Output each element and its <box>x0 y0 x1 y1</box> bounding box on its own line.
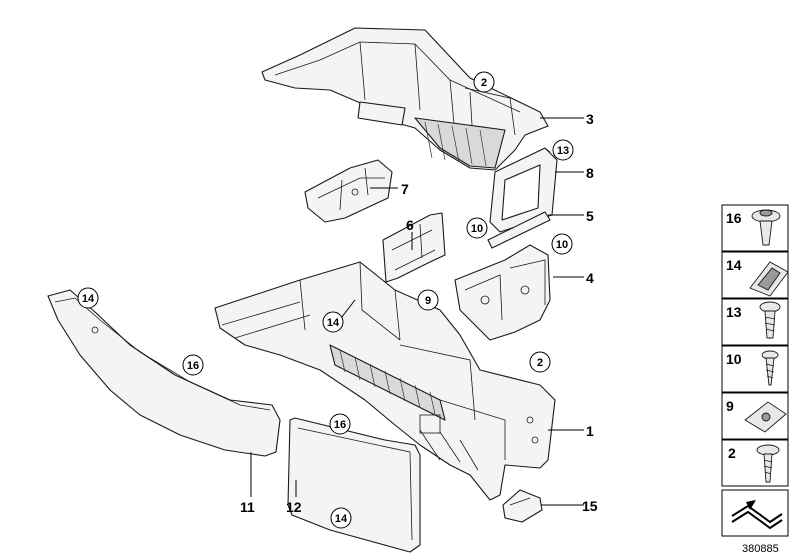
svg-text:9: 9 <box>425 295 431 307</box>
callout-6: 6 <box>406 217 414 233</box>
svg-text:16: 16 <box>334 419 346 431</box>
callout-3: 3 <box>586 111 594 127</box>
svg-text:13: 13 <box>726 304 742 320</box>
circled-callout-14-a: 14 <box>77 287 99 309</box>
part-3-upper-carrier <box>261 27 549 171</box>
legend-item-9: 9 <box>721 392 789 440</box>
callout-11: 11 <box>240 499 255 515</box>
legend-item-2: 2 <box>721 439 789 487</box>
circled-callout-9: 9 <box>417 289 439 311</box>
svg-text:16: 16 <box>187 360 199 372</box>
svg-text:14: 14 <box>726 257 742 273</box>
circled-callouts: 2 2 9 10 10 13 14 14 14 16 16 <box>77 71 574 529</box>
legend-item-14: 14 <box>721 251 789 299</box>
leader-lines <box>250 117 584 506</box>
circled-callout-14-c: 14 <box>330 507 352 529</box>
svg-text:9: 9 <box>726 398 734 414</box>
circled-callout-14-b: 14 <box>322 311 344 333</box>
part-12-front-trim <box>287 417 421 553</box>
callout-8: 8 <box>586 165 594 181</box>
document-number: 380885 <box>742 543 779 555</box>
part-7-bracket <box>304 159 393 223</box>
arrow-symbol-icon <box>731 500 783 530</box>
part-5-gasket <box>487 211 551 249</box>
circled-callout-10-a: 10 <box>466 217 488 239</box>
part-4-bracket-plate <box>454 244 551 341</box>
plastic-rivet-icon <box>751 209 781 246</box>
svg-text:13: 13 <box>557 145 569 157</box>
svg-text:14: 14 <box>327 317 340 329</box>
part-6-bracket <box>382 212 446 283</box>
callout-4: 4 <box>586 270 594 286</box>
circled-callout-13: 13 <box>552 139 574 161</box>
part-11-side-trim <box>47 289 281 457</box>
fastener-legend: 16 14 13 <box>721 204 789 537</box>
legend-item-13: 13 <box>721 298 789 346</box>
callout-15: 15 <box>582 498 598 514</box>
circled-callout-2-top: 2 <box>473 71 495 93</box>
hex-screw-icon <box>759 301 781 339</box>
callouts: 1 3 4 5 6 7 8 11 12 15 <box>240 111 598 515</box>
circled-callout-2-mid: 2 <box>529 351 551 373</box>
svg-text:16: 16 <box>726 210 742 226</box>
legend-item-10: 10 <box>721 345 789 393</box>
svg-text:10: 10 <box>556 239 568 251</box>
legend-item-16: 16 <box>721 204 789 252</box>
part-8-frame <box>489 147 558 233</box>
callout-12: 12 <box>286 499 302 515</box>
clip-nut-icon <box>749 261 789 297</box>
legend-arrow-box <box>721 489 789 537</box>
callout-5: 5 <box>586 208 594 224</box>
svg-text:14: 14 <box>335 513 348 525</box>
callout-7: 7 <box>401 181 409 197</box>
spring-nut-icon <box>744 401 787 433</box>
svg-text:14: 14 <box>82 293 95 305</box>
washer-screw-icon <box>756 444 780 483</box>
svg-text:2: 2 <box>728 445 736 461</box>
svg-text:2: 2 <box>537 357 543 369</box>
callout-1: 1 <box>586 423 594 439</box>
svg-text:2: 2 <box>481 77 487 89</box>
circled-callout-16-b: 16 <box>329 413 351 435</box>
tapping-screw-icon <box>761 350 779 386</box>
part-15-clip <box>502 489 543 523</box>
circled-callout-10-b: 10 <box>551 233 573 255</box>
svg-text:10: 10 <box>471 223 483 235</box>
svg-text:10: 10 <box>726 351 742 367</box>
circled-callout-16-a: 16 <box>182 354 204 376</box>
